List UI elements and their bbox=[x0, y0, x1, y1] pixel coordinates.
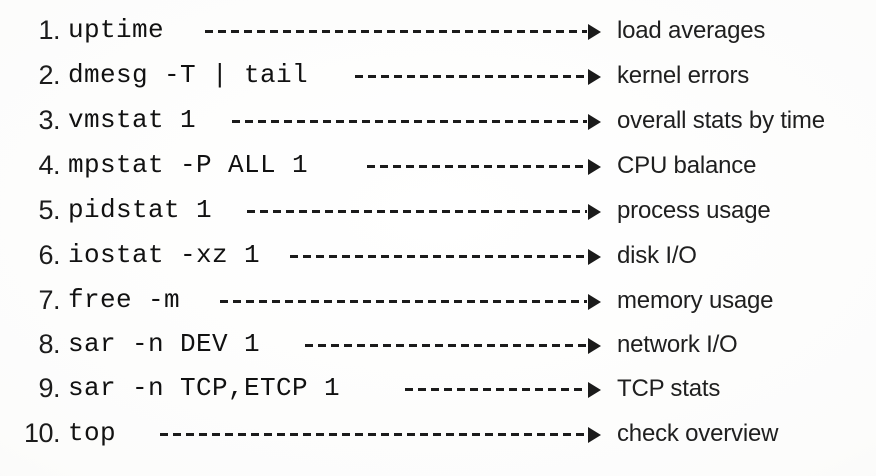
dashed-arrow-connector bbox=[305, 322, 601, 367]
arrow-head-icon bbox=[588, 203, 601, 220]
list-item-description: check overview bbox=[617, 420, 779, 447]
list-item-description: disk I/O bbox=[617, 242, 697, 269]
arrow-head-icon bbox=[588, 293, 601, 310]
list-item-number: 9. bbox=[38, 373, 60, 403]
list-item-command: vmstat 1 bbox=[68, 105, 197, 135]
dashed-arrow-connector bbox=[247, 188, 601, 233]
dashed-line bbox=[232, 120, 587, 123]
list-item-command: dmesg -T | tail bbox=[68, 60, 309, 90]
arrow-head-icon bbox=[588, 23, 601, 40]
dashed-line bbox=[305, 344, 587, 347]
list-item-number: 1. bbox=[38, 15, 60, 45]
list-item-command: uptime bbox=[68, 15, 165, 45]
list-item-command: iostat -xz 1 bbox=[68, 240, 261, 270]
list-item: 5. pidstat 1 process usage bbox=[0, 188, 876, 233]
dashed-line bbox=[160, 433, 587, 436]
list-item-command: free -m bbox=[68, 285, 181, 315]
arrow-head-icon bbox=[588, 248, 601, 265]
list-item: 10. top check overview bbox=[0, 411, 876, 456]
list-item-description: memory usage bbox=[617, 287, 774, 314]
list-item-command: sar -n TCP,ETCP 1 bbox=[68, 373, 341, 403]
dashed-line bbox=[220, 300, 587, 303]
arrow-head-icon bbox=[588, 426, 601, 443]
list-item-number: 2. bbox=[38, 60, 60, 90]
list-item-number: 4. bbox=[38, 150, 60, 180]
list-item-description: kernel errors bbox=[617, 62, 750, 89]
list-item-number: 7. bbox=[38, 285, 60, 315]
dashed-line bbox=[205, 30, 587, 33]
list-item: 6. iostat -xz 1 disk I/O bbox=[0, 233, 876, 278]
dashed-line bbox=[355, 75, 587, 78]
list-item: 3. vmstat 1 overall stats by time bbox=[0, 98, 876, 143]
arrow-head-icon bbox=[588, 68, 601, 85]
list-item-description: CPU balance bbox=[617, 152, 757, 179]
list-item: 9. sar -n TCP,ETCP 1 TCP stats bbox=[0, 366, 876, 411]
list-item-number: 3. bbox=[38, 105, 60, 135]
dashed-arrow-connector bbox=[367, 143, 601, 188]
dashed-arrow-connector bbox=[160, 411, 601, 456]
list-item-command: top bbox=[68, 418, 117, 448]
arrow-head-icon bbox=[588, 337, 601, 354]
list-item-number: 10. bbox=[23, 418, 61, 448]
list-item: 1. uptime load averages bbox=[0, 8, 876, 53]
list-item-command: sar -n DEV 1 bbox=[68, 329, 261, 359]
arrow-head-icon bbox=[588, 158, 601, 175]
list-item-command: pidstat 1 bbox=[68, 195, 213, 225]
dashed-arrow-connector bbox=[232, 98, 601, 143]
list-item-number: 8. bbox=[38, 329, 60, 359]
list-item-description: process usage bbox=[617, 197, 771, 224]
list-item-command: mpstat -P ALL 1 bbox=[68, 150, 309, 180]
arrow-head-icon bbox=[588, 113, 601, 130]
list-item-description: network I/O bbox=[617, 331, 738, 358]
list-item-description: TCP stats bbox=[617, 375, 721, 402]
dashed-arrow-connector bbox=[290, 233, 601, 278]
dashed-arrow-connector bbox=[405, 366, 601, 411]
list-item-description: load averages bbox=[617, 17, 766, 44]
list-item: 7. free -m memory usage bbox=[0, 278, 876, 323]
list-item: 8. sar -n DEV 1 network I/O bbox=[0, 322, 876, 367]
list-item-number: 5. bbox=[38, 195, 60, 225]
dashed-line bbox=[247, 210, 587, 213]
list-item-number: 6. bbox=[38, 240, 60, 270]
dashed-arrow-connector bbox=[205, 8, 601, 53]
list-item: 2. dmesg -T | tail kernel errors bbox=[0, 53, 876, 98]
dashed-line bbox=[405, 388, 587, 391]
dashed-line bbox=[367, 165, 587, 168]
dashed-arrow-connector bbox=[220, 278, 601, 323]
list-item-description: overall stats by time bbox=[617, 107, 825, 134]
list-item: 4. mpstat -P ALL 1 CPU balance bbox=[0, 143, 876, 188]
dashed-arrow-connector bbox=[355, 53, 601, 98]
arrow-head-icon bbox=[588, 381, 601, 398]
dashed-line bbox=[290, 255, 587, 258]
